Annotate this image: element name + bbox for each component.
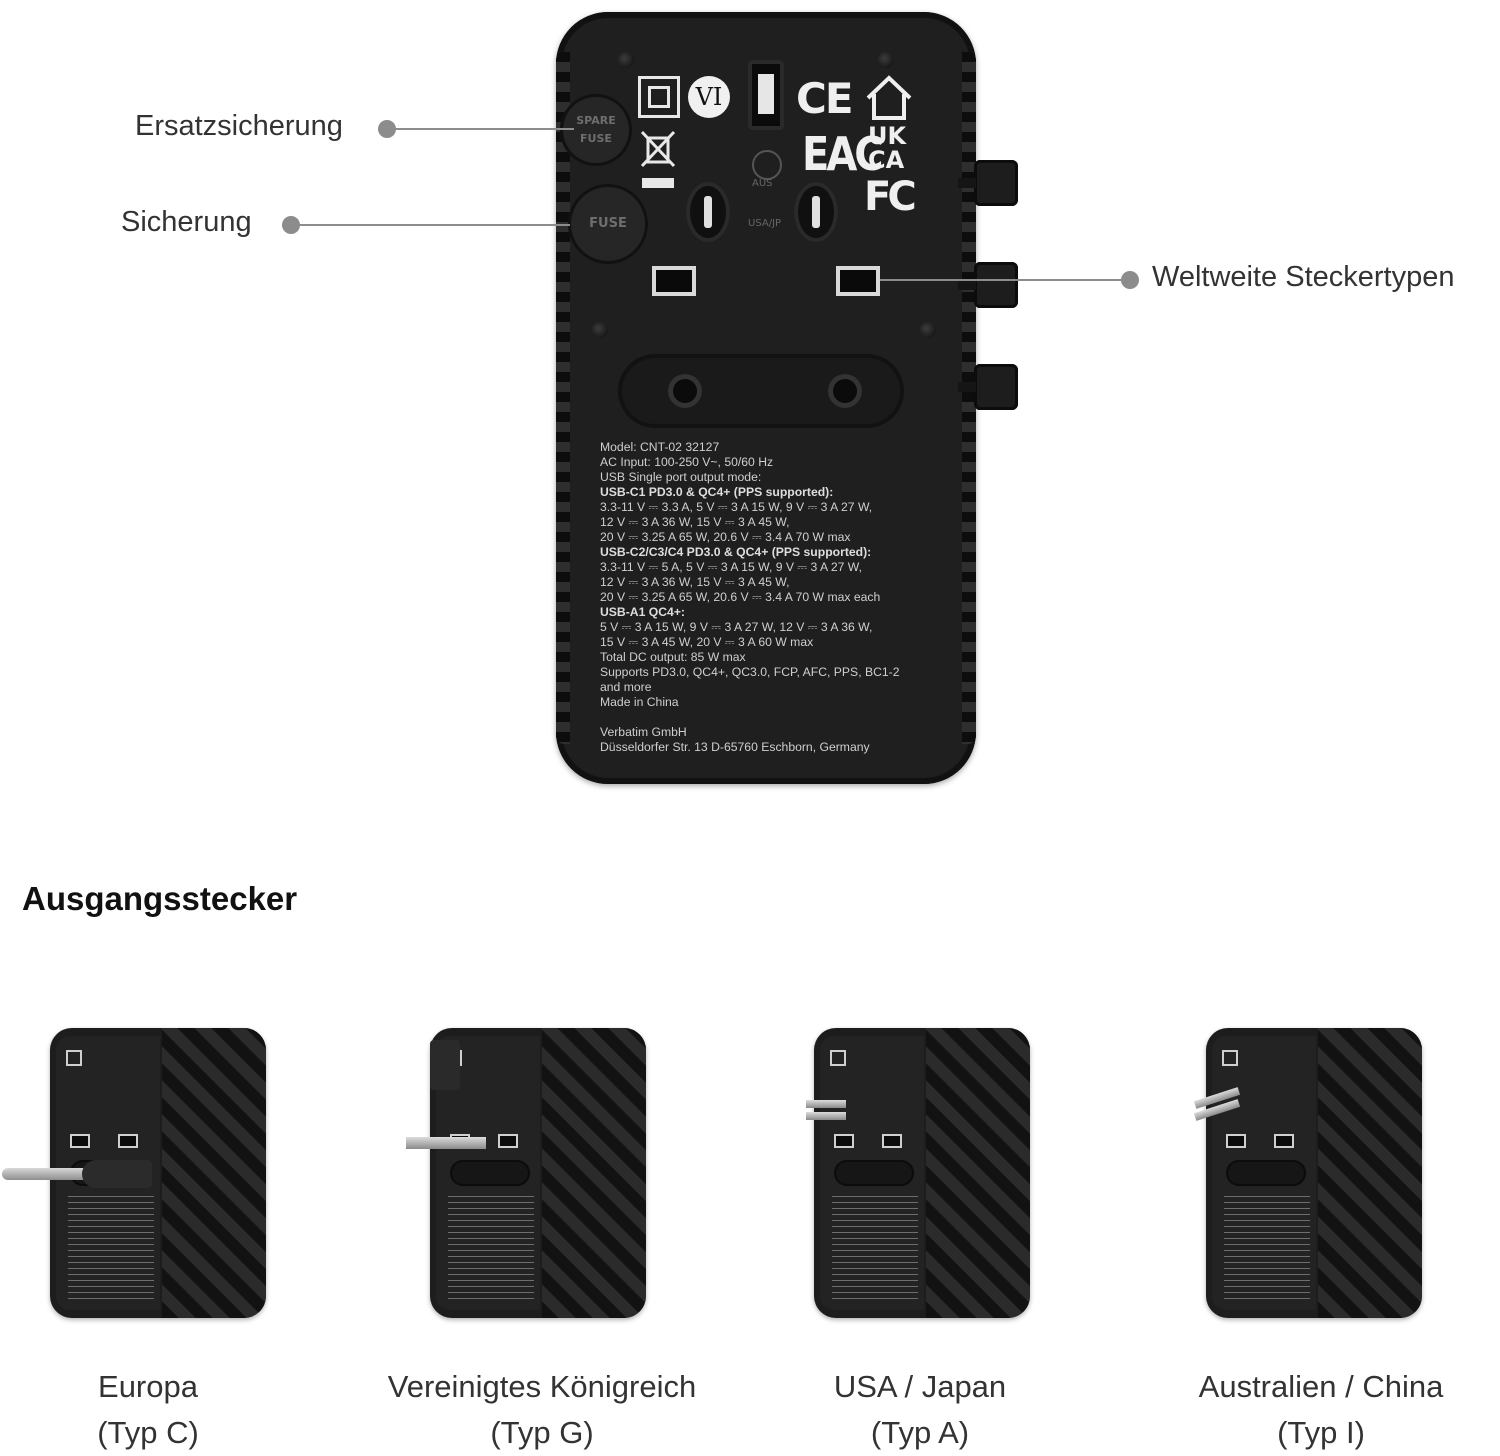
spare-fuse-cap: SPARE FUSE bbox=[560, 94, 632, 166]
europe-plug-pin bbox=[2, 1160, 152, 1188]
spec-line: 5 V ⎓ 3 A 15 W, 9 V ⎓ 3 A 27 W, 12 V ⎓ 3… bbox=[600, 620, 873, 634]
section-title: Ausgangsstecker bbox=[22, 880, 298, 917]
fcc-mark: FC bbox=[864, 174, 917, 220]
spec-line: Verbatim GmbH bbox=[600, 725, 687, 739]
uk-plug-pin bbox=[406, 1134, 486, 1152]
spec-line: 12 V ⎓ 3 A 36 W, 15 V ⎓ 3 A 45 W, bbox=[600, 515, 790, 529]
adapter-uk-image bbox=[430, 1028, 646, 1318]
house-icon bbox=[864, 72, 914, 122]
caption-australia-china: Australien / China (Typ I) bbox=[1176, 1364, 1466, 1456]
caption-type: (Typ I) bbox=[1277, 1415, 1365, 1450]
callout-dot bbox=[1121, 271, 1139, 289]
callout-dot bbox=[282, 216, 300, 234]
fuse-cap: FUSE bbox=[568, 184, 648, 264]
caption-name: Vereinigtes Königreich bbox=[387, 1369, 697, 1404]
spec-line: USB-C1 PD3.0 & QC4+ (PPS supported): bbox=[600, 485, 834, 499]
double-insulation-icon bbox=[638, 76, 680, 118]
spec-line: USB-C2/C3/C4 PD3.0 & QC4+ (PPS supported… bbox=[600, 545, 872, 559]
weee-bar bbox=[642, 178, 674, 188]
power-indicator-icon bbox=[752, 150, 782, 180]
spec-line: Total DC output: 85 W max bbox=[600, 650, 746, 664]
efficiency-level-label: VI bbox=[695, 83, 723, 111]
adapter-usa-japan-image bbox=[814, 1028, 1030, 1318]
adapter-left-edge-texture bbox=[556, 52, 570, 744]
caption-type: (Typ C) bbox=[97, 1415, 199, 1450]
spec-line: Supports PD3.0, QC4+, QC3.0, FCP, AFC, P… bbox=[600, 665, 900, 679]
spec-line: and more bbox=[600, 680, 652, 694]
efficiency-level-icon: VI bbox=[688, 76, 730, 118]
callout-dot bbox=[378, 120, 396, 138]
plug-slider-1 bbox=[958, 160, 1018, 206]
spec-line: 20 V ⎓ 3.25 A 65 W, 20.6 V ⎓ 3.4 A 70 W … bbox=[600, 530, 851, 544]
screw bbox=[618, 52, 634, 68]
travel-adapter-image: SPARE FUSE FUSE VI CE EAC UK CA FC AUS bbox=[556, 12, 1018, 784]
caption-name: Australien / China bbox=[1198, 1369, 1444, 1404]
spec-line: 20 V ⎓ 3.25 A 65 W, 20.6 V ⎓ 3.4 A 70 W … bbox=[600, 590, 881, 604]
eu-socket-hole bbox=[828, 374, 862, 408]
caption-usa-japan: USA / Japan (Typ A) bbox=[800, 1364, 1040, 1456]
callout-line bbox=[298, 224, 570, 226]
eu-socket bbox=[618, 354, 904, 428]
socket-pin-right bbox=[794, 182, 838, 242]
eu-socket-hole bbox=[668, 374, 702, 408]
spec-line: Düsseldorfer Str. 13 D-65760 Eschborn, G… bbox=[600, 740, 870, 754]
fuse-label: FUSE bbox=[589, 216, 627, 231]
caption-type: (Typ A) bbox=[870, 1415, 970, 1450]
uk-plug-housing bbox=[430, 1040, 460, 1090]
spare-fuse-label-1: SPARE bbox=[576, 114, 616, 127]
plug-slider-2 bbox=[958, 262, 1018, 308]
spec-line: 3.3-11 V ⎓ 5 A, 5 V ⎓ 3 A 15 W, 9 V ⎓ 3 … bbox=[600, 560, 863, 574]
ukca-mark: UK CA bbox=[868, 124, 906, 172]
spare-fuse-label-2: FUSE bbox=[580, 132, 612, 145]
callout-plug-types: Weltweite Steckertypen bbox=[1152, 261, 1455, 293]
plug-slider-3 bbox=[958, 364, 1018, 410]
callout-fuse: Sicherung bbox=[121, 206, 252, 238]
screw bbox=[920, 322, 936, 338]
ce-mark: CE bbox=[796, 74, 853, 123]
weee-bin-icon bbox=[640, 130, 676, 170]
uk-socket-slot-left bbox=[652, 266, 696, 296]
spec-line: Made in China bbox=[600, 695, 679, 709]
eac-mark: EAC bbox=[802, 128, 884, 182]
australia-plug-pins bbox=[1193, 1087, 1241, 1121]
spec-line: USB-A1 QC4+: bbox=[600, 605, 685, 619]
caption-europe: Europa (Typ C) bbox=[48, 1364, 248, 1456]
caption-name: USA / Japan bbox=[833, 1369, 1007, 1404]
spec-line bbox=[600, 710, 956, 725]
usa-plug-pins bbox=[806, 1098, 846, 1122]
adapter-right-edge-texture bbox=[962, 52, 976, 744]
aus-label: AUS bbox=[752, 178, 773, 189]
spec-line: Model: CNT-02 32127 bbox=[600, 440, 720, 454]
ukca-line-2: CA bbox=[868, 146, 905, 174]
spec-line: USB Single port output mode: bbox=[600, 470, 762, 484]
spec-line: 15 V ⎓ 3 A 45 W, 20 V ⎓ 3 A 60 W max bbox=[600, 635, 814, 649]
usa-jp-label: USA/JP bbox=[748, 218, 782, 229]
spec-line: 12 V ⎓ 3 A 36 W, 15 V ⎓ 3 A 45 W, bbox=[600, 575, 790, 589]
usb-port bbox=[748, 60, 784, 130]
callout-line bbox=[394, 128, 574, 130]
spec-line: AC Input: 100-250 V~, 50/60 Hz bbox=[600, 455, 774, 469]
callout-spare-fuse: Ersatzsicherung bbox=[135, 110, 343, 142]
callout-line bbox=[880, 279, 1124, 281]
caption-type: (Typ G) bbox=[490, 1415, 594, 1450]
screw bbox=[878, 52, 894, 68]
caption-name: Europa bbox=[98, 1369, 198, 1404]
screw bbox=[592, 322, 608, 338]
caption-uk: Vereinigtes Königreich (Typ G) bbox=[372, 1364, 712, 1456]
ukca-line-1: UK bbox=[868, 122, 907, 150]
spec-line: 3.3-11 V ⎓ 3.3 A, 5 V ⎓ 3 A 15 W, 9 V ⎓ … bbox=[600, 500, 873, 514]
adapter-australia-china-image bbox=[1206, 1028, 1422, 1318]
socket-pin-left bbox=[686, 182, 730, 242]
uk-socket-slot-right bbox=[836, 266, 880, 296]
